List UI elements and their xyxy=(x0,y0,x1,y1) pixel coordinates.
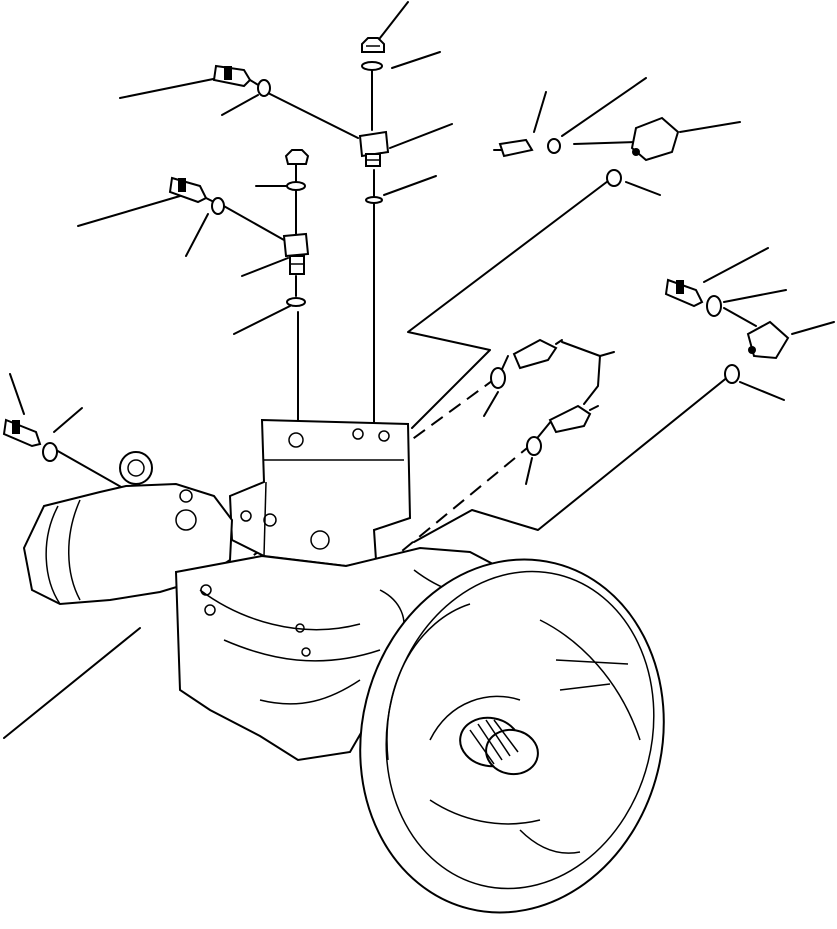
pressure-switch-top-right xyxy=(493,138,534,158)
leader-lines xyxy=(3,1,835,739)
o-ring-top xyxy=(361,61,383,71)
pressure-sensor-right xyxy=(664,278,704,308)
sensor-pair-center xyxy=(512,338,599,434)
switch-body-top-right xyxy=(630,116,680,162)
o-ring-right-upper xyxy=(606,169,622,187)
pressure-sensor-left xyxy=(168,176,215,204)
o-ring-right xyxy=(706,295,722,317)
o-ring-top-2 xyxy=(365,196,383,204)
elbow-fitting-top xyxy=(358,130,390,167)
o-ring-top-left xyxy=(257,79,271,97)
o-ring-center-1 xyxy=(490,367,506,389)
elbow-fitting-middle xyxy=(282,232,310,275)
o-ring-far-left xyxy=(42,442,58,462)
plug-top xyxy=(361,37,385,53)
spline-shaft xyxy=(459,716,539,776)
o-ring-middle xyxy=(286,181,306,191)
pressure-sensor-top-left xyxy=(212,64,261,88)
o-ring-middle-2 xyxy=(286,297,306,307)
pressure-sensor-far-left xyxy=(2,418,42,448)
plug-middle xyxy=(284,149,310,165)
o-ring-center-2 xyxy=(526,436,542,456)
o-ring-top-right xyxy=(547,138,561,154)
elbow-fitting-right xyxy=(746,320,790,360)
o-ring-left xyxy=(211,197,225,215)
o-ring-right-lower xyxy=(724,364,740,384)
